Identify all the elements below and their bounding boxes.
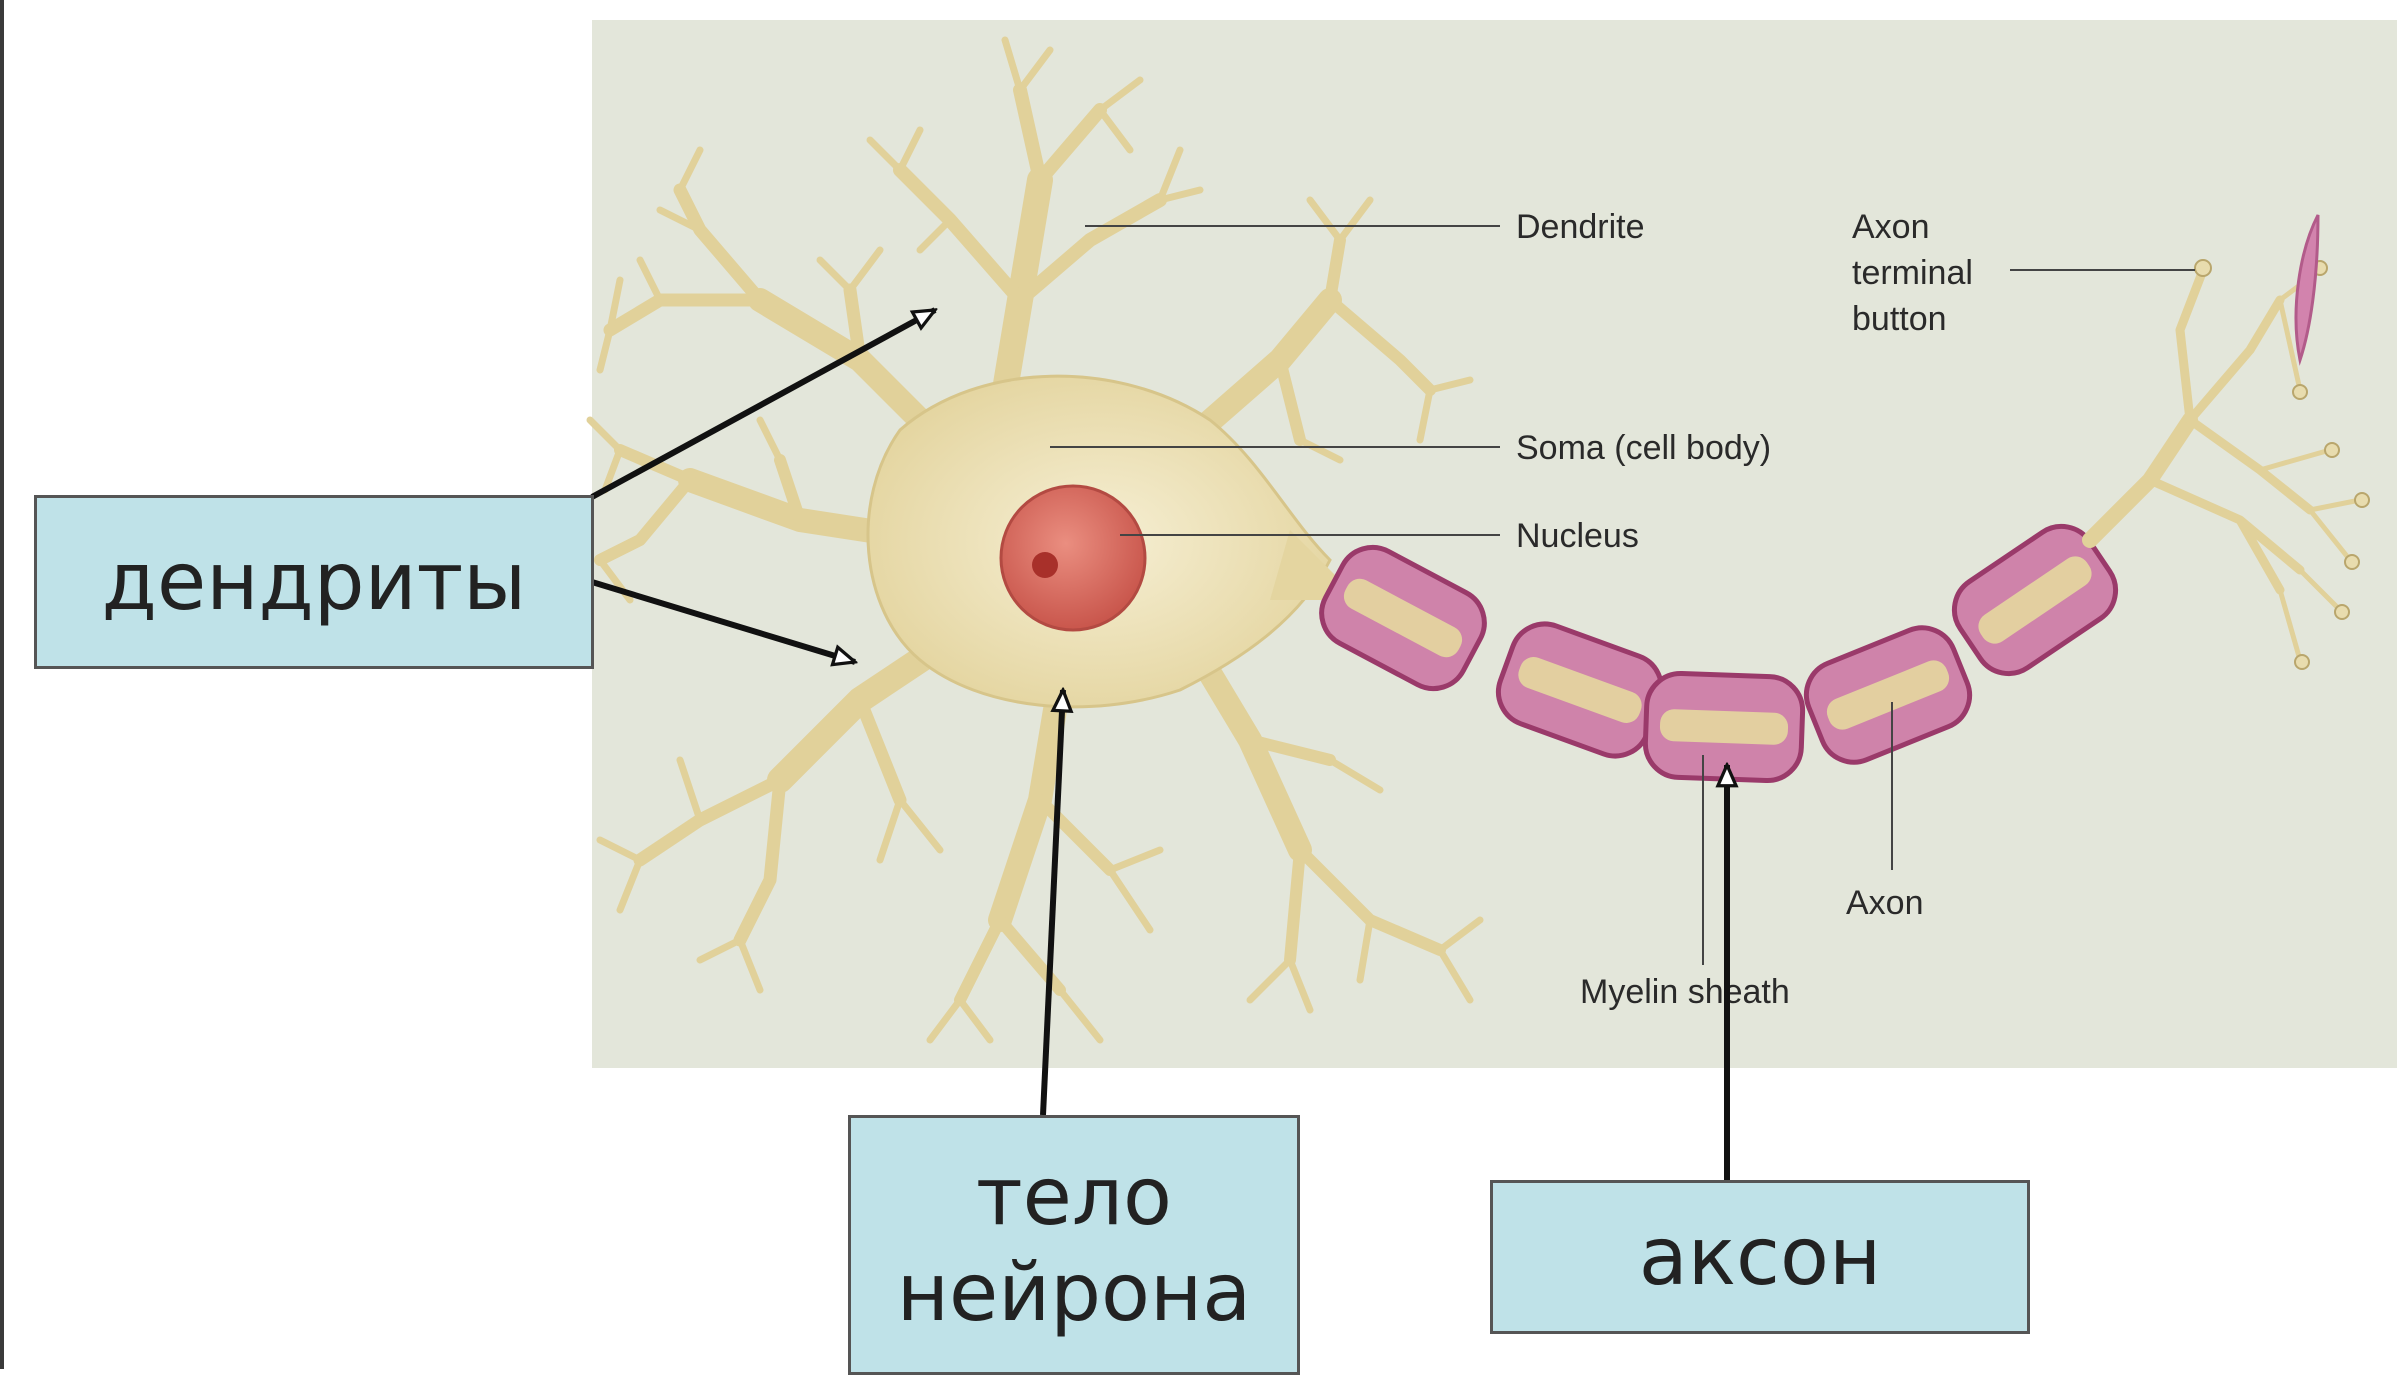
nucleus-shape — [1001, 486, 1145, 630]
label-myelin-sheath: Myelin sheath — [1580, 973, 1790, 1011]
label-axon-terminal-line1: Axon — [1852, 208, 1930, 246]
label-axon: Axon — [1846, 884, 1924, 922]
callout-axon: аксон — [1490, 1180, 2030, 1334]
label-axon-terminal-line3: button — [1852, 300, 1947, 338]
callout-dendrites-text: дендриты — [102, 534, 527, 630]
diagram-background — [592, 20, 2397, 1068]
callout-dendrites: дендриты — [34, 495, 594, 669]
label-axon-terminal-line2: terminal — [1852, 254, 1973, 292]
label-soma: Soma (cell body) — [1516, 429, 1771, 467]
callout-body-line2: нейрона — [897, 1245, 1252, 1341]
nucleolus — [1032, 552, 1058, 578]
label-dendrite: Dendrite — [1516, 208, 1645, 246]
callout-axon-text: аксон — [1639, 1209, 1882, 1305]
label-nucleus: Nucleus — [1516, 517, 1639, 555]
callout-neuron-body: тело нейрона — [848, 1115, 1300, 1375]
callout-body-line1: тело — [976, 1149, 1172, 1245]
